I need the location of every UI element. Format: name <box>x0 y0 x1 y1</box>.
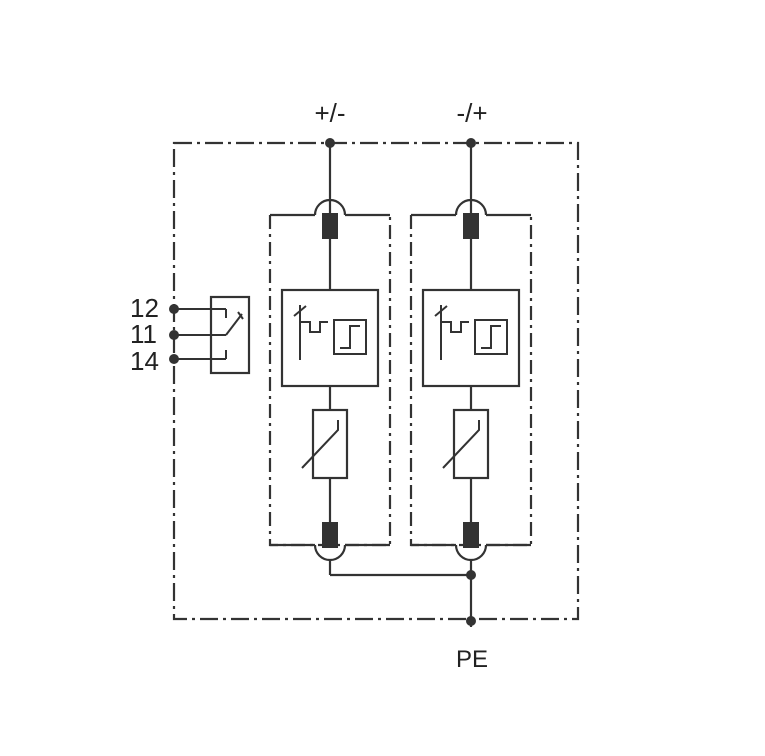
junction-dot <box>466 138 476 148</box>
plug-contact-bottom <box>322 522 338 548</box>
terminal-label-positive-negative: +/- <box>314 98 345 128</box>
protection-module-right <box>409 143 533 620</box>
contact-label-11: 11 <box>130 319 157 349</box>
pe-terminal-dot <box>466 616 476 626</box>
junction-dot <box>325 138 335 148</box>
contact-label-14: 14 <box>130 346 159 376</box>
remote-signal-contact <box>169 295 251 375</box>
plug-contact-bottom <box>463 522 479 548</box>
protection-module-left <box>268 143 392 575</box>
terminal-label-negative-positive: -/+ <box>456 98 487 128</box>
plug-contact-top <box>322 213 338 239</box>
plug-contact-top <box>463 213 479 239</box>
varistor <box>452 408 490 480</box>
terminal-label-pe: PE <box>456 646 488 673</box>
junction-dot <box>466 570 476 580</box>
thermal-disconnector <box>421 288 521 388</box>
varistor <box>311 408 349 480</box>
thermal-disconnector <box>280 288 380 388</box>
contact-label-12: 12 <box>130 293 159 323</box>
outer-housing <box>172 141 580 621</box>
